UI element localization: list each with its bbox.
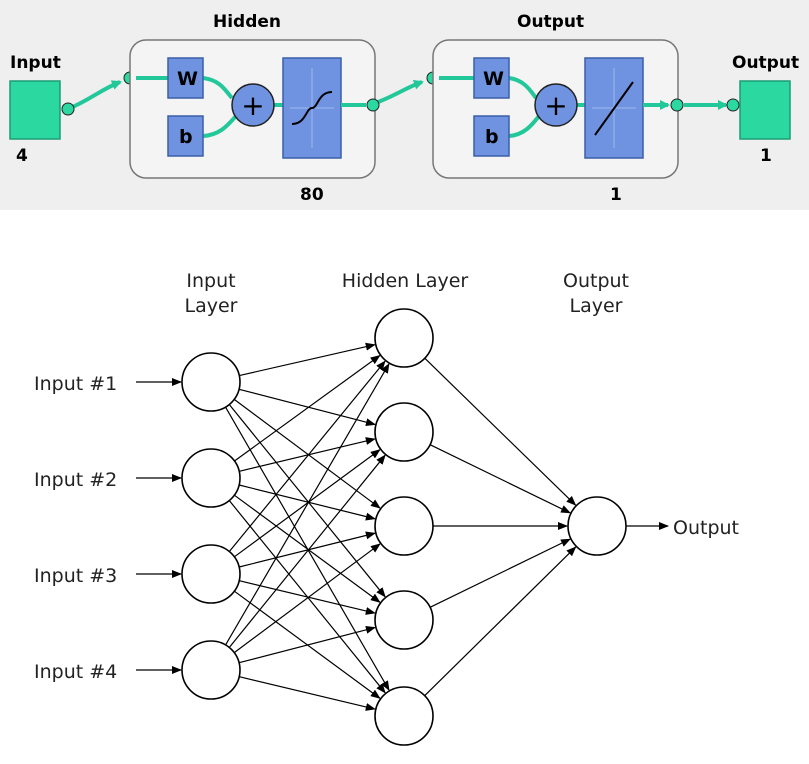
connection-input-hidden xyxy=(238,625,376,664)
hidden-sum-node: + xyxy=(231,83,275,127)
junction-node xyxy=(366,98,380,112)
output-transfer-block-purelin xyxy=(584,57,644,159)
connection-hidden-output xyxy=(429,444,571,514)
output-layer-size: 1 xyxy=(610,185,622,205)
input-label-3: Input #3 xyxy=(34,565,117,587)
svg-text:W: W xyxy=(483,68,504,90)
connection-input-hidden xyxy=(233,543,381,654)
connection-input-hidden xyxy=(228,454,386,648)
connection-input-hidden xyxy=(238,388,376,427)
hidden-transfer-block-tansig xyxy=(282,57,342,159)
connections xyxy=(136,342,669,711)
connection-input-hidden xyxy=(233,398,381,509)
connection-input-hidden xyxy=(234,355,381,462)
hidden-w-to-sum xyxy=(202,76,234,100)
neurons xyxy=(181,308,627,746)
output-b-to-sum xyxy=(508,114,541,138)
hidden-neuron-2 xyxy=(374,402,434,462)
connector-input-hidden xyxy=(67,80,122,111)
input-layer-title-line1: Input xyxy=(186,270,235,292)
input-size: 4 xyxy=(16,146,28,166)
junction-node xyxy=(670,98,684,112)
connection-input-hidden xyxy=(239,437,376,472)
svg-text:W: W xyxy=(177,68,198,90)
hidden-bias-block: b xyxy=(167,115,204,157)
junction-node xyxy=(61,102,75,116)
input-label-4: Input #4 xyxy=(34,661,117,683)
output-layer-title: Output xyxy=(517,12,584,32)
connection-input-hidden xyxy=(228,360,386,552)
hidden-neuron-1 xyxy=(374,308,434,368)
junction-node xyxy=(726,98,740,112)
network-block-diagram: Input 4 Hidden W b + 80 Output W xyxy=(0,0,809,210)
hidden-weight-block: W xyxy=(167,57,204,99)
input-title: Input xyxy=(10,53,61,73)
connection-input-hidden xyxy=(238,484,376,521)
connection-hidden-output xyxy=(424,546,577,697)
output-neuron-1 xyxy=(567,496,627,556)
output-bias-block: b xyxy=(473,115,510,157)
input-neuron-1 xyxy=(181,352,241,412)
input-label-2: Input #2 xyxy=(34,469,117,491)
output-node-size: 1 xyxy=(760,146,772,166)
hidden-b-to-sum xyxy=(202,114,238,138)
svg-text:+: + xyxy=(241,89,264,122)
hidden-neuron-4 xyxy=(374,590,434,650)
input-square xyxy=(9,80,61,140)
connection-input-hidden xyxy=(234,494,381,603)
connection-hidden-output xyxy=(424,357,577,506)
connection-input-hidden xyxy=(239,580,376,615)
output-w-to-sum xyxy=(508,76,538,100)
connection-input-hidden xyxy=(239,342,376,377)
output-weight-block: W xyxy=(473,57,510,99)
output-title: Output xyxy=(732,53,799,73)
hidden-neuron-3 xyxy=(374,496,434,556)
input-label-1: Input #1 xyxy=(34,373,117,395)
svg-text:b: b xyxy=(485,126,499,148)
svg-text:b: b xyxy=(179,126,193,148)
hidden-title: Hidden xyxy=(213,12,281,32)
output-layer-title-line2: Layer xyxy=(570,295,623,317)
neural-network-diagram: Input Layer Hidden Layer Output Layer In… xyxy=(34,270,739,746)
connection-hidden-output xyxy=(429,538,571,608)
hidden-neuron-5 xyxy=(374,686,434,746)
hidden-size: 80 xyxy=(300,185,324,205)
input-neuron-2 xyxy=(181,448,241,508)
input-layer-title-line2: Layer xyxy=(185,295,238,317)
svg-text:+: + xyxy=(544,89,567,122)
connection-input-hidden xyxy=(234,449,381,558)
input-neuron-4 xyxy=(181,640,241,700)
connection-input-hidden xyxy=(238,531,376,568)
connector-hidden-output-curve xyxy=(372,79,424,106)
input-neuron-3 xyxy=(181,544,241,604)
connection-input-hidden xyxy=(225,363,390,646)
output-sum-node: + xyxy=(534,83,578,127)
connection-input-hidden xyxy=(228,404,386,598)
output-label: Output xyxy=(673,517,739,539)
output-square xyxy=(739,80,791,140)
output-layer-title-line1: Output xyxy=(563,270,629,292)
connection-input-hidden xyxy=(239,676,376,711)
hidden-layer-title: Hidden Layer xyxy=(342,270,469,292)
